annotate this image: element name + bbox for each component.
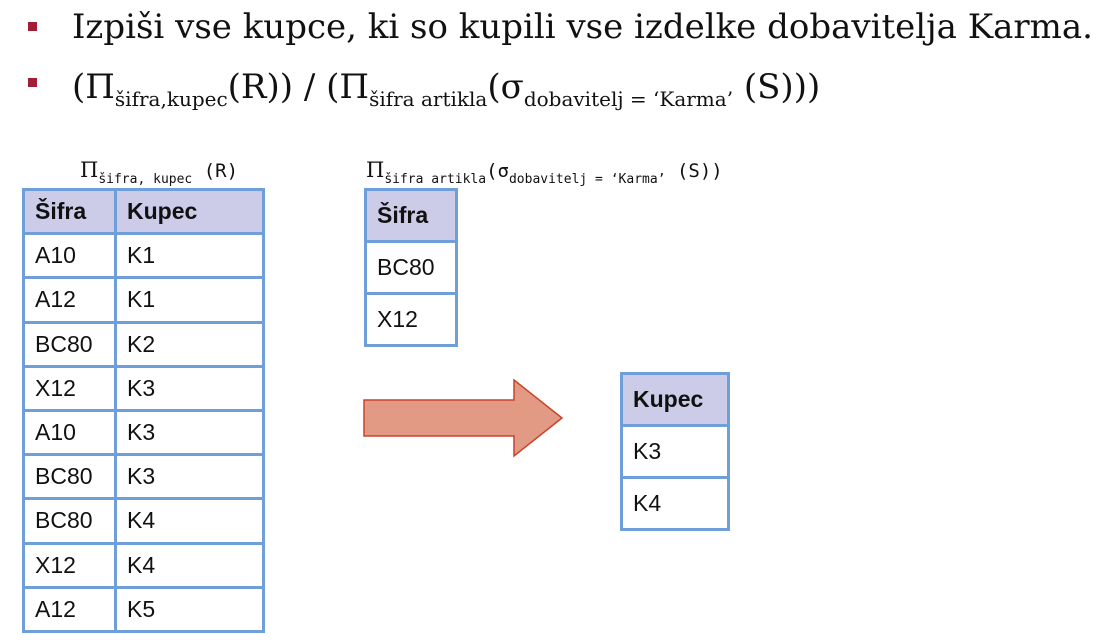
- header-kupec: Kupec: [114, 187, 265, 236]
- cell-kupec: K4: [114, 497, 265, 545]
- caption-r-rest: (R): [192, 160, 239, 182]
- expr-sub-sifra-artikla: šifra artikla: [369, 87, 488, 111]
- expr-end: (S))): [733, 67, 821, 107]
- cell-sifra: X12: [364, 292, 458, 347]
- table-row: K3: [620, 424, 730, 479]
- caption-projection-s: Πšifra artikla(σdobavitelj = ‘Karma’ (S)…: [366, 158, 723, 187]
- cell-kupec: K3: [114, 408, 265, 457]
- cell-sifra: BC80: [22, 497, 117, 545]
- table-header-row: Šifra: [364, 188, 458, 243]
- expr-open-pi: (Π: [72, 67, 115, 107]
- table-header-row: Kupec: [620, 372, 730, 427]
- cell-sifra: BC80: [364, 240, 458, 295]
- arrow-shape: [363, 378, 564, 458]
- header-sifra: Šifra: [364, 188, 458, 243]
- cell-sifra: BC80: [22, 453, 117, 501]
- expr-sigma: (σ: [487, 67, 524, 107]
- table-header-row: Šifra Kupec: [22, 187, 265, 236]
- cell-sifra: A10: [22, 408, 117, 457]
- cell-kupec: K3: [114, 453, 265, 501]
- table-row: BC80: [364, 240, 458, 295]
- caption-s-sub1: šifra artikla: [384, 172, 487, 187]
- table-projection-s: Šifra BC80 X12: [364, 188, 458, 347]
- square-bullet-icon: [28, 78, 37, 87]
- cell-sifra: X12: [22, 364, 117, 412]
- caption-r-pi: Π: [80, 158, 99, 182]
- caption-s-pi: Π: [366, 158, 385, 182]
- square-bullet-icon: [28, 22, 37, 31]
- expr-sub-sifra-kupec: šifra,kupec: [114, 87, 228, 111]
- expr-sub-dobavitelj: dobavitelj = ‘Karma’: [523, 87, 734, 111]
- cell-sifra: A10: [22, 232, 117, 280]
- cell-kupec: K4: [114, 541, 265, 589]
- cell-sifra: X12: [22, 541, 117, 589]
- cell-kupec: K1: [114, 232, 265, 280]
- cell-kupec: K1: [114, 276, 265, 324]
- table-row: K4: [620, 476, 730, 531]
- cell-kupec: K5: [114, 585, 265, 633]
- caption-projection-r: Πšifra, kupec (R): [80, 158, 239, 187]
- bullet-square: [28, 22, 37, 31]
- header-sifra: Šifra: [22, 187, 117, 236]
- table-result: Kupec K3 K4: [620, 372, 730, 531]
- cell-kupec: K3: [114, 364, 265, 412]
- bullet-square: [28, 78, 37, 87]
- cell-sifra: A12: [22, 585, 117, 633]
- caption-s-sub2: dobavitelj = ‘Karma’: [508, 172, 666, 187]
- header-kupec: Kupec: [620, 372, 730, 427]
- cell-kupec: K2: [114, 320, 265, 368]
- table-row: X12: [364, 292, 458, 347]
- algebra-expression: (Πšifra,kupec(R)) / (Πšifra artikla(σdob…: [72, 67, 821, 109]
- caption-s-rest: (S)): [665, 160, 723, 182]
- right-arrow-icon: [363, 378, 564, 458]
- cell-sifra: A12: [22, 276, 117, 324]
- caption-s-open: (σ: [486, 160, 509, 182]
- cell-sifra: BC80: [22, 320, 117, 368]
- expr-mid1: (R)) / (Π: [227, 67, 370, 107]
- task-statement: Izpiši vse kupce, ki so kupili vse izdel…: [72, 7, 1093, 47]
- cell-kupec: K3: [620, 424, 730, 479]
- cell-kupec: K4: [620, 476, 730, 531]
- caption-r-sub: šifra, kupec: [98, 172, 193, 187]
